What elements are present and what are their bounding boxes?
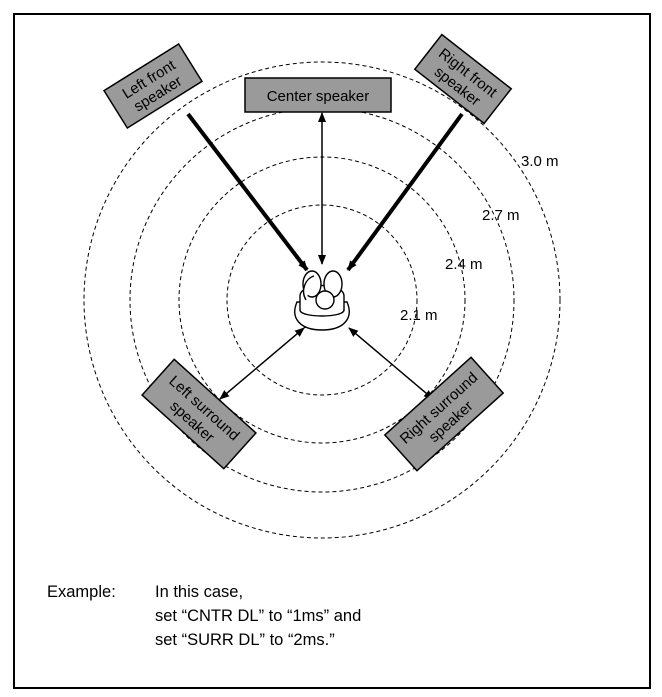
right-surround-arrow-b bbox=[348, 327, 434, 400]
example-line2: set “CNTR DL” to “1ms” and bbox=[155, 607, 362, 625]
left-surround-speaker: Left surround speaker bbox=[141, 358, 257, 470]
right-front-speaker: Right front speaker bbox=[413, 33, 513, 125]
center-speaker: Center speaker bbox=[244, 77, 392, 113]
example-note: Example: In this case, set “CNTR DL” to … bbox=[47, 580, 361, 652]
left-front-arrow bbox=[186, 112, 309, 272]
left-front-speaker: Left front speaker bbox=[102, 42, 204, 130]
distance-label-2-1: 2.1 m bbox=[400, 307, 438, 324]
center-speaker-label: Center speaker bbox=[267, 88, 370, 105]
distance-label-3-0: 3.0 m bbox=[521, 153, 559, 170]
distance-circle-3-0 bbox=[83, 61, 561, 539]
example-line3: set “SURR DL” to “2ms.” bbox=[155, 631, 335, 649]
diagram-frame bbox=[13, 13, 651, 689]
listener-icon bbox=[294, 270, 350, 331]
left-surround-arrow-b bbox=[219, 327, 305, 400]
distance-label-2-4: 2.4 m bbox=[445, 256, 483, 273]
distance-circle-2-1 bbox=[226, 204, 418, 396]
right-front-arrow bbox=[346, 112, 464, 272]
distance-label-2-7: 2.7 m bbox=[482, 207, 520, 224]
example-label: Example: bbox=[47, 583, 116, 601]
example-line1: In this case, bbox=[155, 583, 244, 601]
